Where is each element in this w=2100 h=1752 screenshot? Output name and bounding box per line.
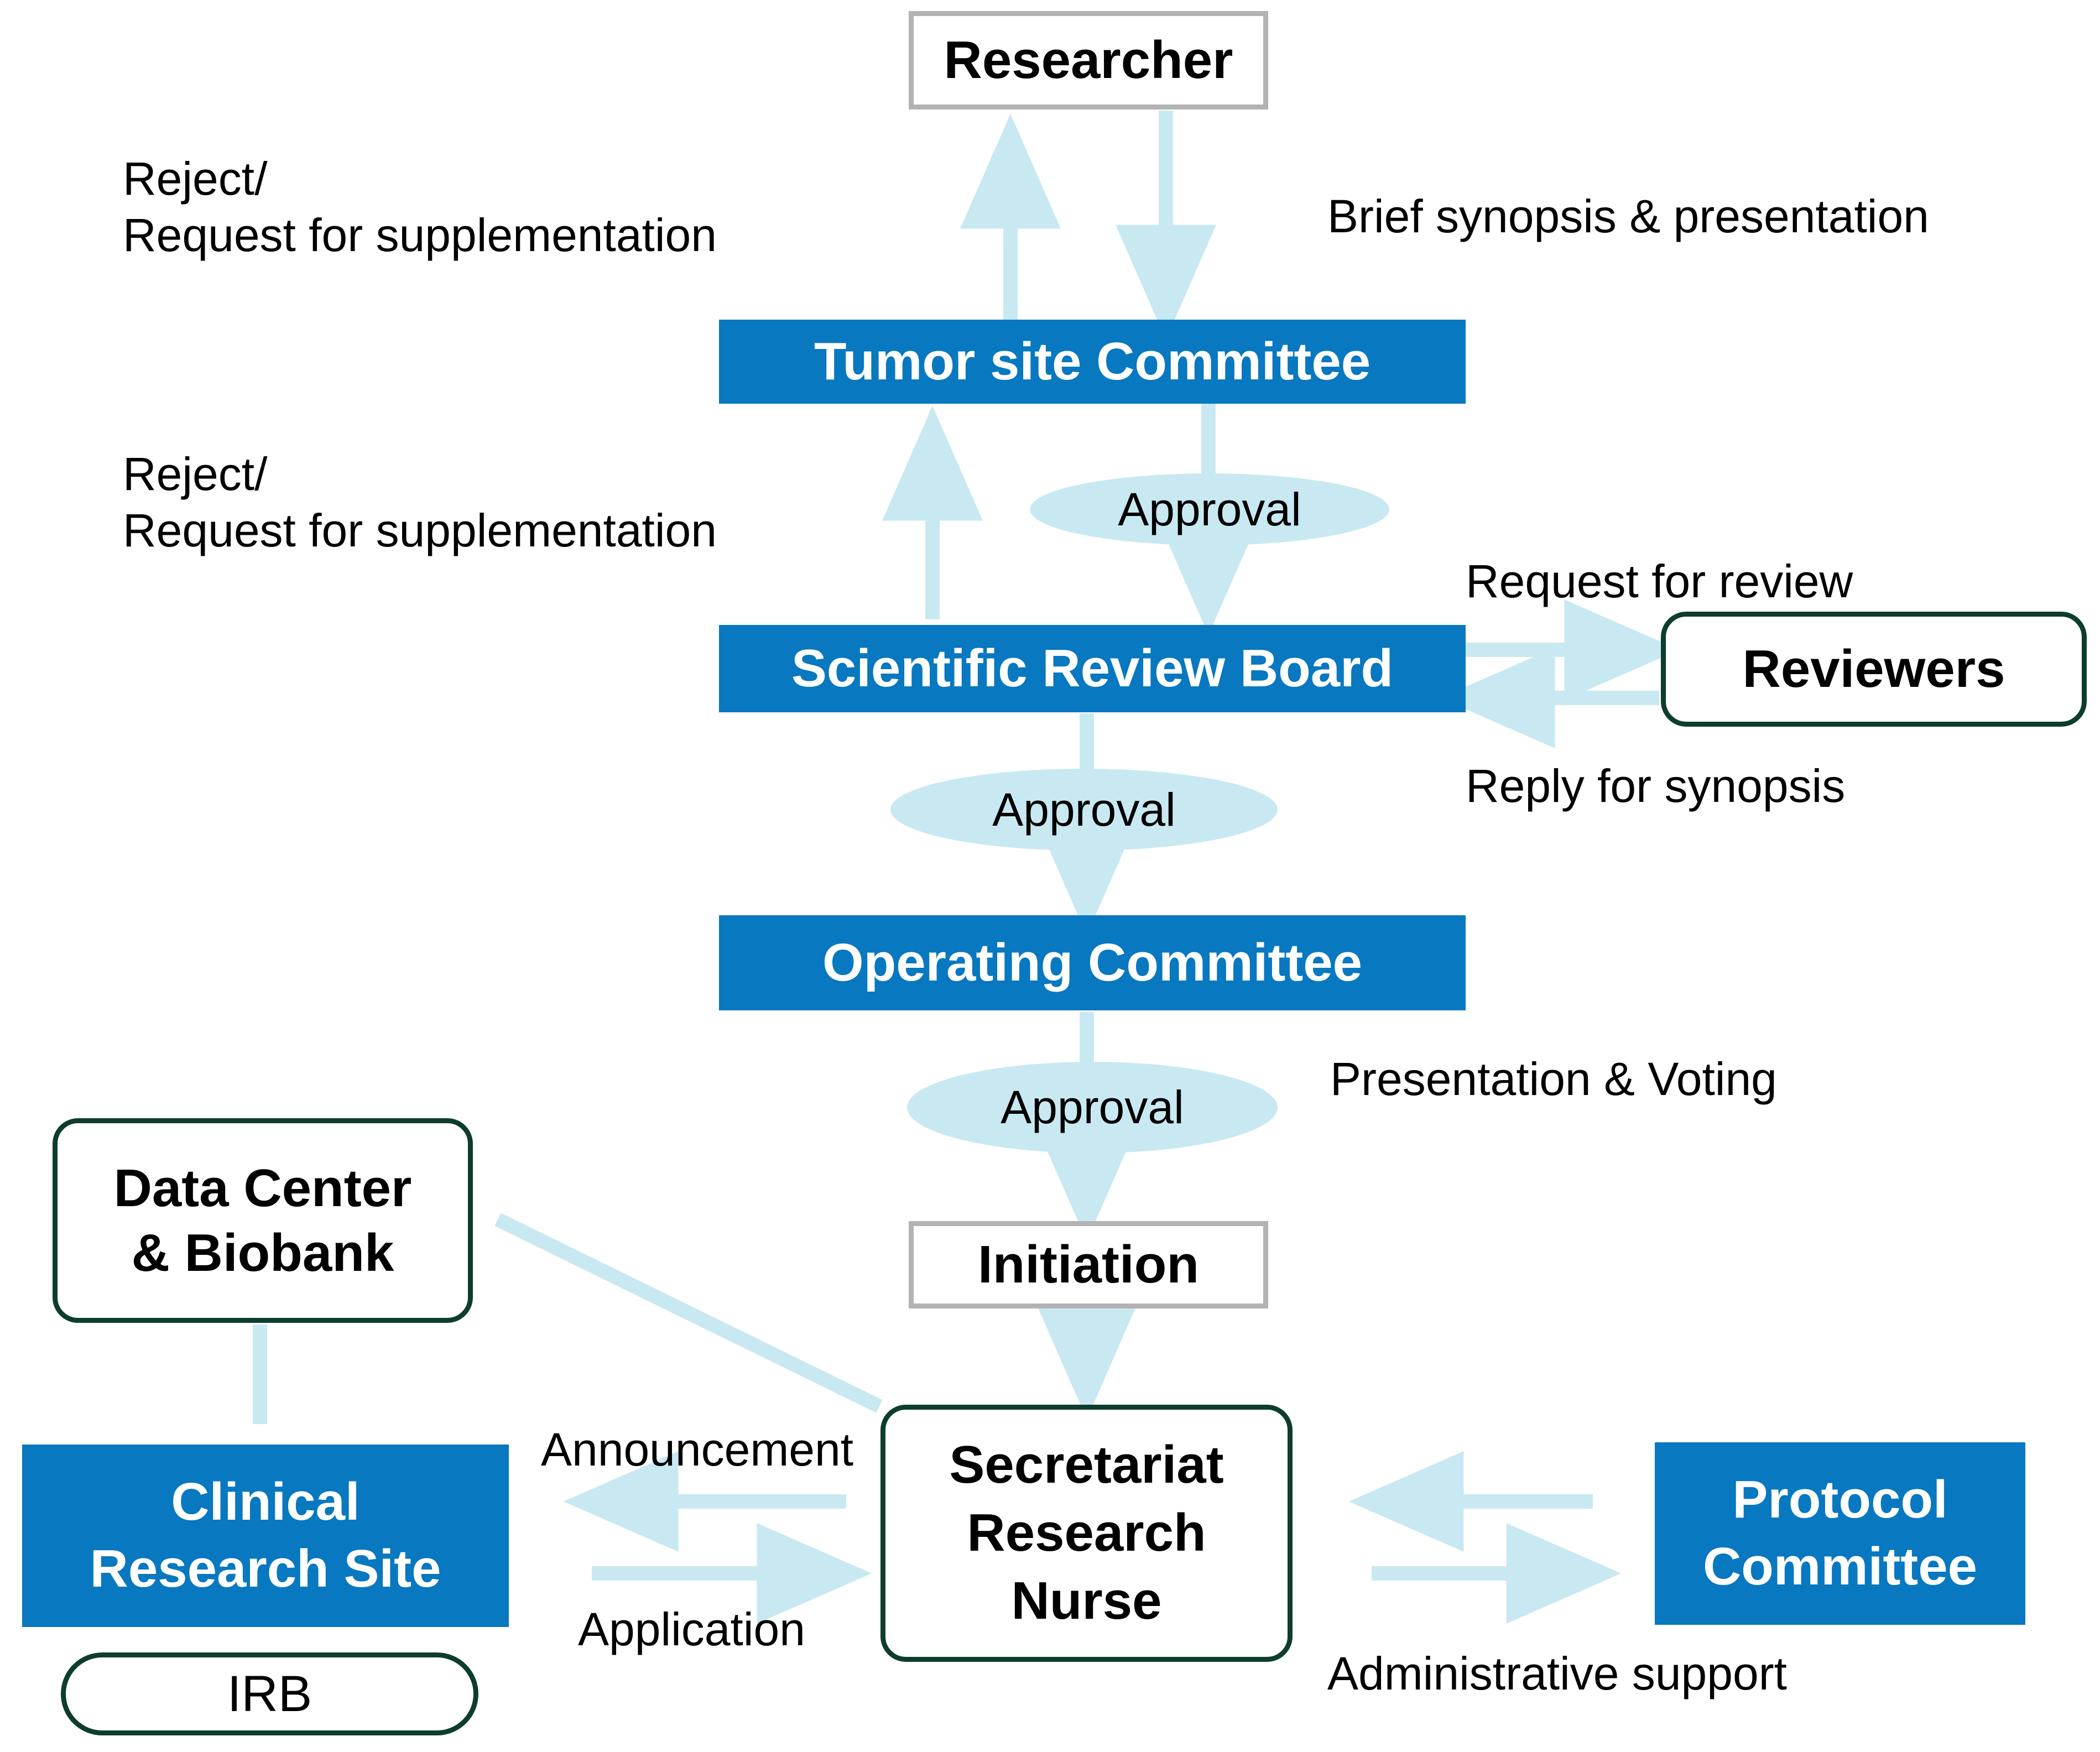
node-secretariat-research-nurse[interactable]: Secretariat Research Nurse	[880, 1405, 1293, 1662]
node-operating-committee-label: Operating Committee	[822, 933, 1363, 992]
node-initiation[interactable]: Initiation	[909, 1221, 1268, 1308]
node-scientific-review-board-label: Scientific Review Board	[791, 639, 1394, 698]
node-tumor-site-committee[interactable]: Tumor site Committee	[719, 320, 1466, 404]
node-irb[interactable]: IRB	[61, 1652, 478, 1735]
edge-label-administrative-support: Administrative support	[1327, 1647, 1788, 1699]
edge-label-brief-synopsis: Brief synopsis & presentation	[1327, 190, 1929, 242]
edge-label-reject-2: Reject/ Request for supplementation	[123, 448, 717, 557]
node-irb-label: IRB	[227, 1665, 312, 1722]
edge-label-presentation-voting: Presentation & Voting	[1330, 1053, 1777, 1105]
decision-approval-1[interactable]: Approval	[1030, 473, 1389, 545]
connector-datacenter-to-secretariat	[494, 1213, 883, 1413]
node-data-center-biobank-label: Data Center & Biobank	[113, 1158, 412, 1282]
decision-approval-3[interactable]: Approval	[907, 1062, 1278, 1153]
edge-label-application: Application	[578, 1603, 805, 1655]
node-reviewers[interactable]: Reviewers	[1661, 612, 2087, 727]
node-researcher-label: Researcher	[944, 30, 1233, 90]
node-clinical-research-site-label: Clinical Research Site	[90, 1472, 441, 1598]
decision-approval-2[interactable]: Approval	[890, 769, 1278, 851]
node-clinical-research-site[interactable]: Clinical Research Site	[22, 1445, 509, 1627]
node-researcher[interactable]: Researcher	[909, 11, 1268, 109]
node-secretariat-research-nurse-label: Secretariat Research Nurse	[949, 1435, 1224, 1630]
node-tumor-site-committee-label: Tumor site Committee	[814, 332, 1371, 391]
decision-approval-3-label: Approval	[1001, 1081, 1184, 1133]
node-protocol-committee-label: Protocol Committee	[1702, 1470, 1978, 1596]
edge-label-announcement: Announcement	[541, 1423, 854, 1475]
node-scientific-review-board[interactable]: Scientific Review Board	[719, 625, 1466, 712]
edge-label-reject-1: Reject/ Request for supplementation	[123, 153, 717, 262]
decision-approval-1-label: Approval	[1118, 483, 1301, 535]
node-initiation-label: Initiation	[978, 1235, 1199, 1294]
node-operating-committee[interactable]: Operating Committee	[719, 915, 1466, 1010]
node-reviewers-label: Reviewers	[1742, 639, 2005, 698]
edge-label-request-for-review: Request for review	[1466, 555, 1853, 607]
node-protocol-committee[interactable]: Protocol Committee	[1655, 1442, 2025, 1625]
edge-label-reply-for-synopsis: Reply for synopsis	[1466, 760, 1846, 812]
decision-approval-2-label: Approval	[992, 783, 1176, 836]
node-data-center-biobank[interactable]: Data Center & Biobank	[53, 1118, 473, 1323]
